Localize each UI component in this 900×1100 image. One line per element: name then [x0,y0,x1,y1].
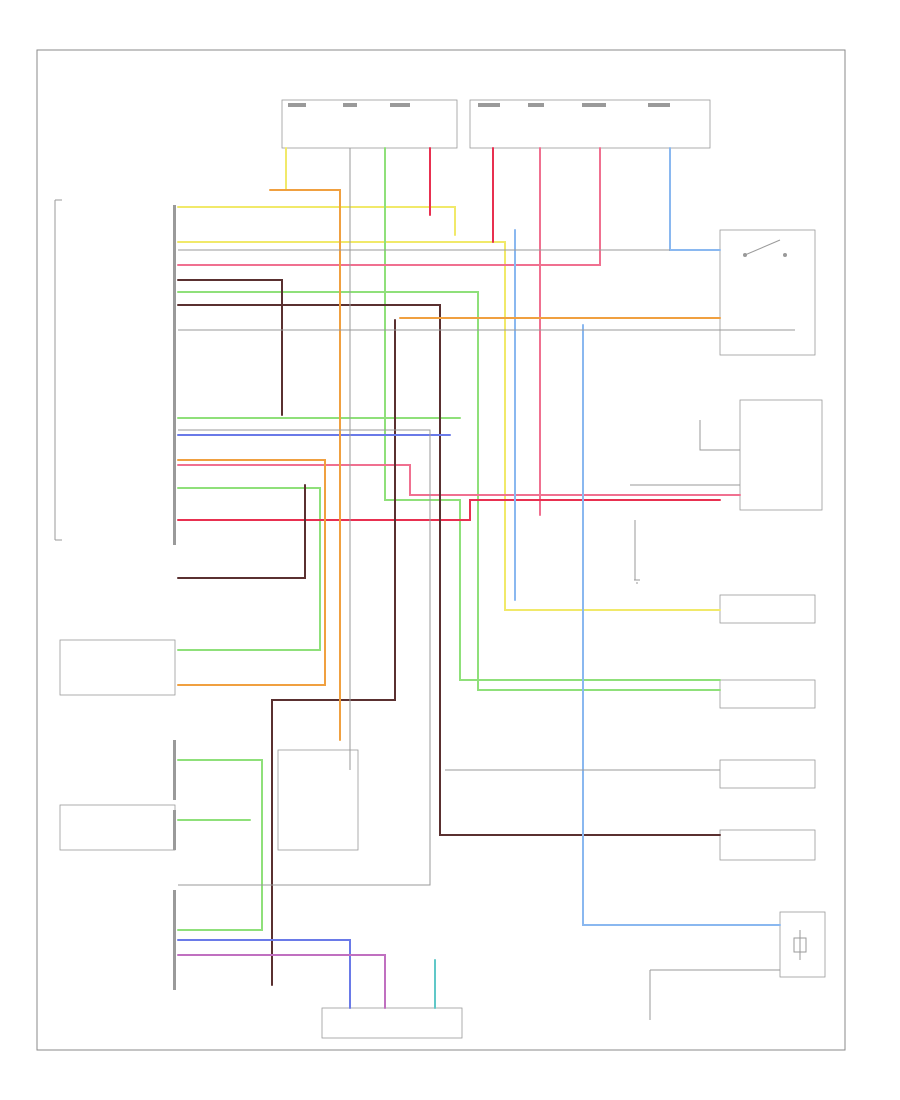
power-distribution-top [281,99,711,149]
sensor-box-left-1 [59,639,176,696]
relay-box-mid [277,749,359,851]
switch-symbol [743,239,787,257]
control-module-bracket [54,199,62,541]
sensor-box-left-2 [59,804,176,851]
wires [177,147,795,1020]
connector-box-right-3 [719,759,816,789]
module-box-right-2 [739,399,823,511]
connector-box-right-4 [719,829,816,861]
sensor-box-bottom [321,1007,463,1039]
module-pins-left [173,205,176,990]
ground-symbol [634,579,640,584]
solenoid-box-right [779,911,826,978]
connector-box-right-2 [719,679,816,709]
diagram-frame [36,49,846,1051]
switch-box-right-1 [719,229,816,356]
connector-box-right [719,594,816,624]
solenoid-symbol [793,930,807,960]
